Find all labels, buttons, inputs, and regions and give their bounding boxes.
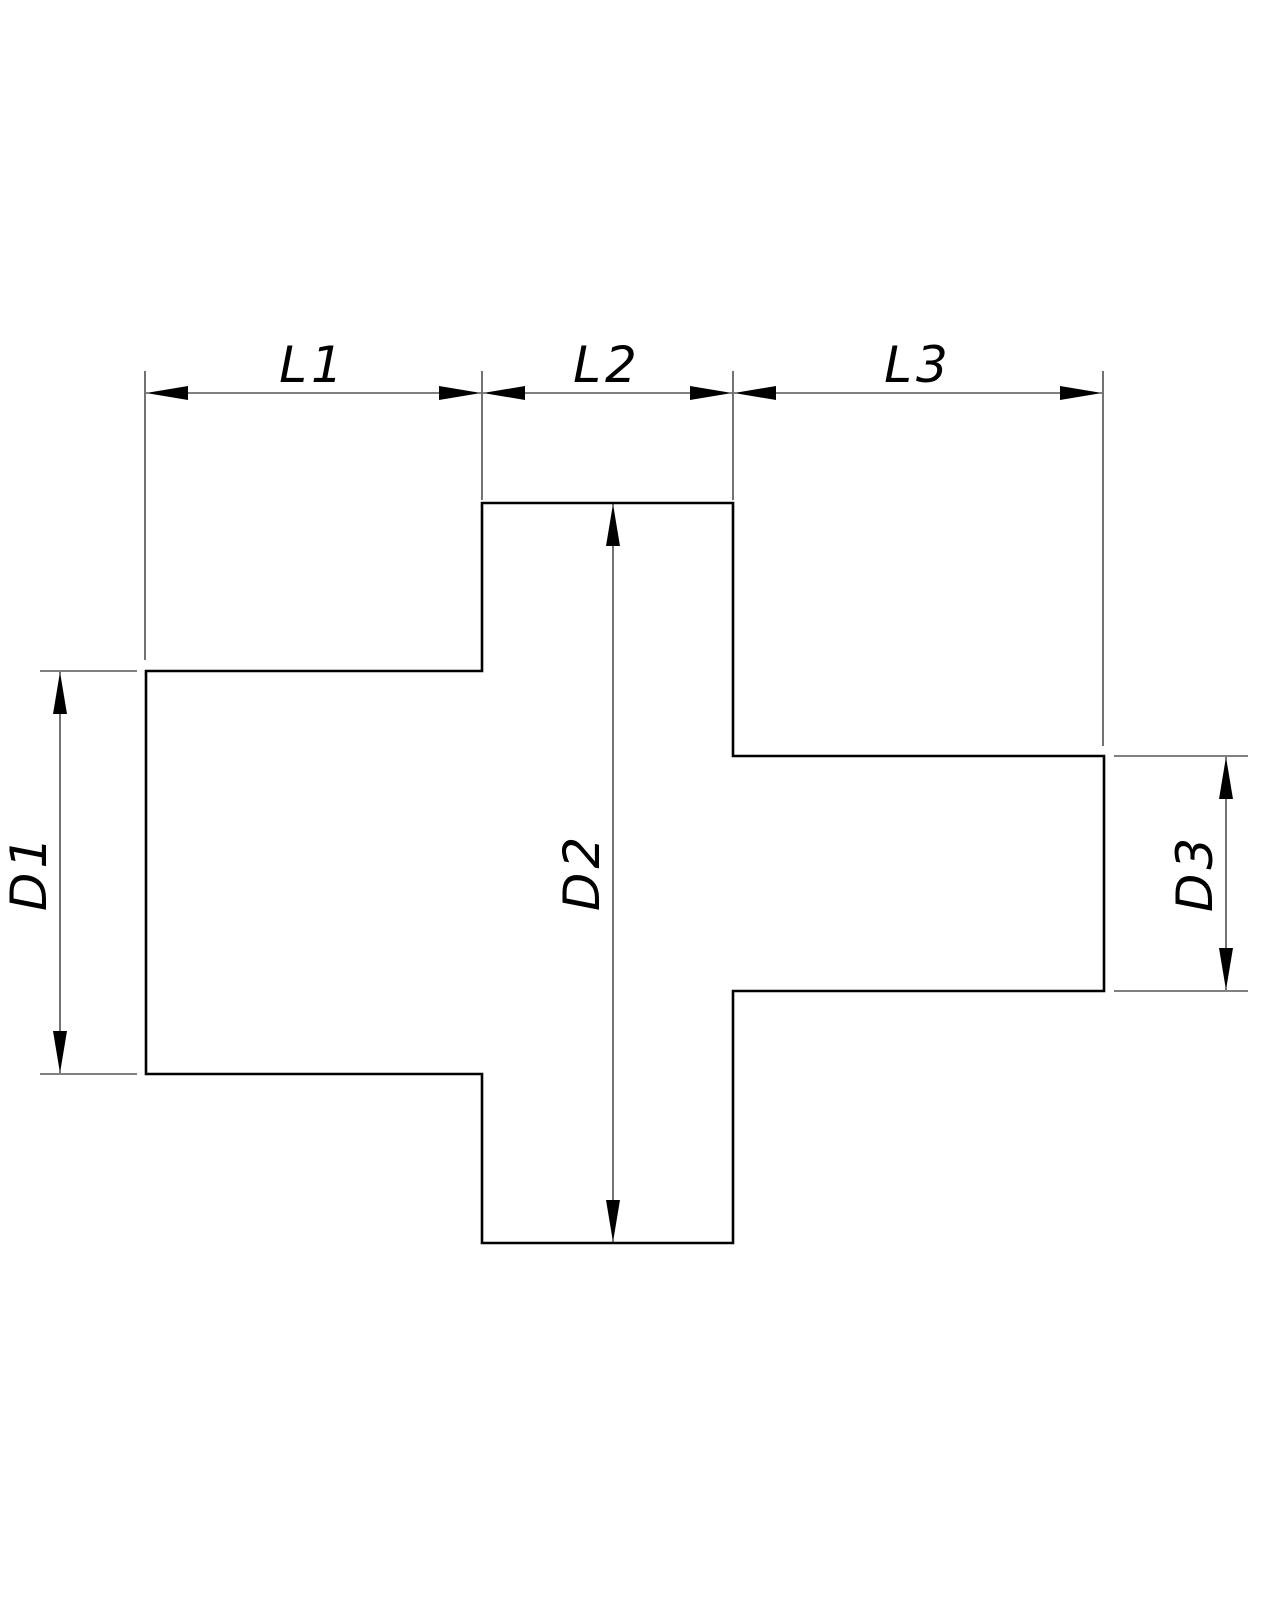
label-d3: D3 [1166,834,1224,912]
arrowhead-d2-bottom [606,1200,620,1242]
dimension-d1: D1 [0,672,67,1073]
label-d1: D1 [0,833,58,911]
arrowhead-d1-bottom [53,1031,67,1073]
dimension-d2: D2 [553,504,620,1242]
arrowhead-d3-top [1219,757,1233,799]
arrowhead-l3-left [734,386,776,400]
arrowhead-l1-left [146,386,188,400]
arrowhead-d2-top [606,504,620,546]
arrowhead-l2-left [483,386,525,400]
label-l2: L2 [573,336,641,394]
dimension-d3: D3 [1166,757,1233,990]
extension-lines-diameter [40,670,1248,1075]
label-l1: L1 [279,336,347,394]
part-outline [144,501,1106,1245]
dimension-l1: L1 [146,336,481,400]
label-d2: D2 [553,833,611,911]
dimension-l2: L2 [483,336,732,400]
label-l3: L3 [884,336,952,394]
extension-lines-length [144,371,1104,746]
arrowhead-l2-right [690,386,732,400]
arrowhead-d3-bottom [1219,948,1233,990]
arrowhead-d1-top [53,672,67,714]
arrowhead-l1-right [439,386,481,400]
arrowhead-l3-right [1060,386,1102,400]
dimension-l3: L3 [734,336,1102,400]
